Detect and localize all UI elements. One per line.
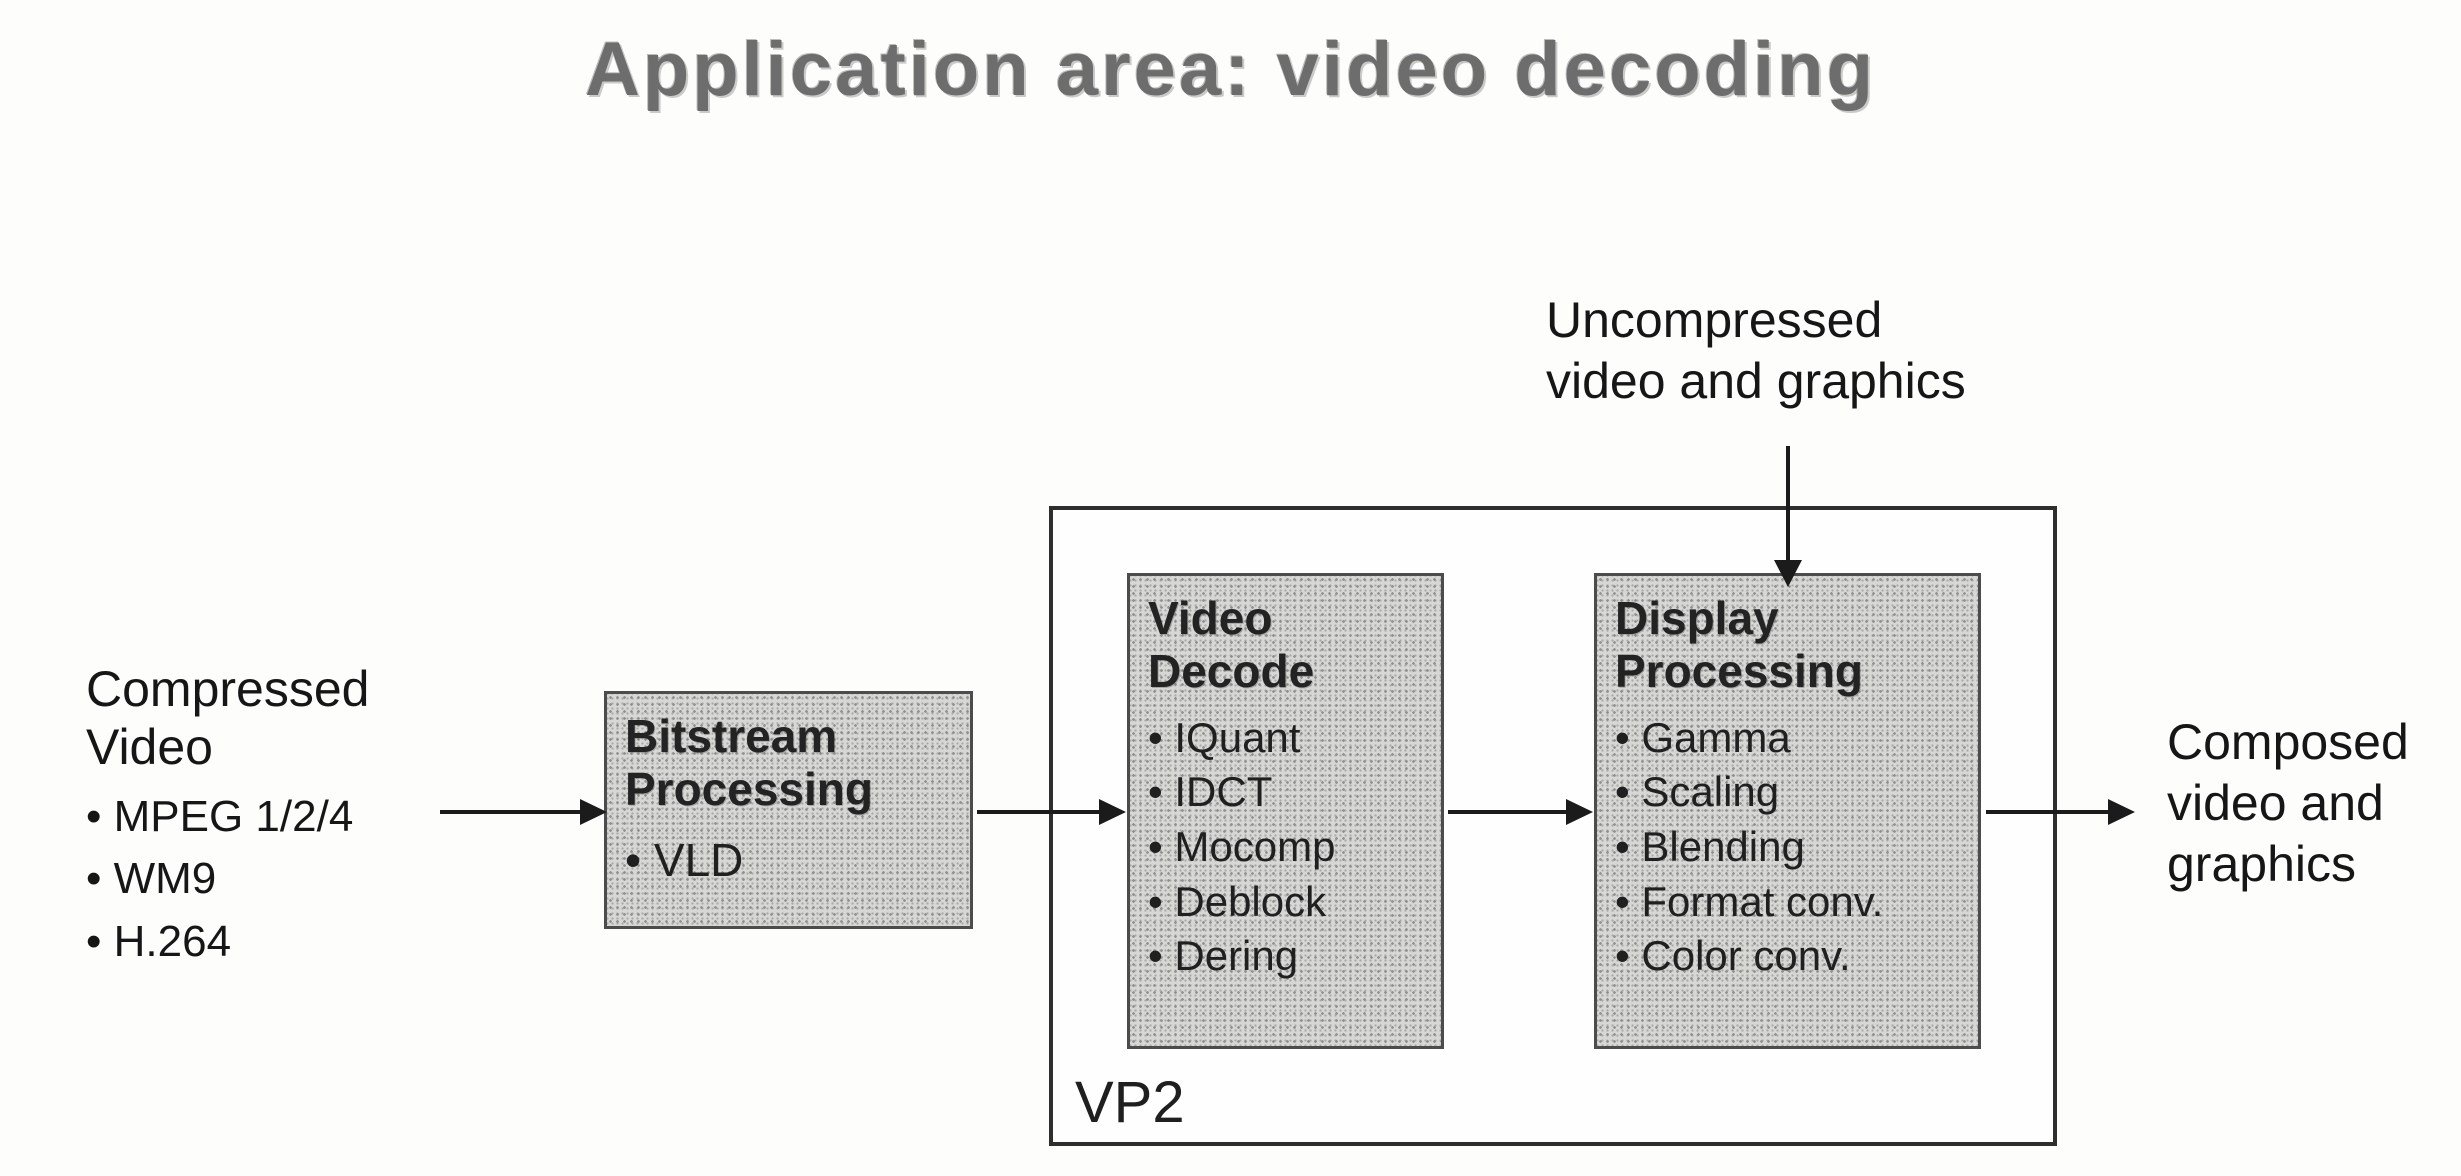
slide-title: Application area: video decoding (584, 27, 1877, 112)
list-item: • H.264 (86, 916, 232, 966)
list-item: • IDCT (1148, 768, 1273, 816)
arrowhead-right-icon (1566, 799, 1593, 825)
arrowhead-right-icon (580, 799, 607, 825)
display-processing-box: Display Processing • Gamma • Scaling • B… (1594, 573, 1981, 1049)
arrow-display-to-composed (1986, 810, 2108, 814)
list-item: • Color conv. (1615, 932, 1851, 980)
list-item: • MPEG 1/2/4 (86, 792, 354, 841)
uncompressed-video-label: Uncompressed video and graphics (1546, 292, 1966, 409)
list-item: • WM9 (86, 854, 217, 904)
arrowhead-down-icon (1774, 560, 1802, 587)
list-item: • Gamma (1615, 713, 1791, 761)
bitstream-processing-list: • VLD (625, 831, 952, 891)
vp2-label: VP2 (1075, 1070, 1185, 1135)
list-item: • Scaling (1615, 768, 1780, 816)
video-decode-title: Video Decode (1148, 592, 1315, 698)
list-item: • IQuant (1148, 713, 1301, 761)
vp2-container-box: Video Decode • IQuant • IDCT • Mocomp • … (1049, 506, 2057, 1146)
list-item: • Blending (1615, 822, 1805, 870)
display-processing-list: • Gamma • Scaling • Blending • Format co… (1615, 711, 1960, 984)
arrow-compressed-to-bitstream (440, 810, 580, 814)
arrow-videodecode-to-display (1448, 810, 1566, 814)
list-item: • Format conv. (1615, 877, 1884, 925)
list-item: • VLD (625, 833, 744, 886)
bitstream-processing-box: Bitstream Processing • VLD (604, 691, 973, 929)
video-decode-list: • IQuant • IDCT • Mocomp • Deblock • Der… (1148, 711, 1423, 984)
compressed-video-list: • MPEG 1/2/4 • WM9 • H.264 (86, 786, 406, 973)
compressed-video-label: Compressed Video • MPEG 1/2/4 • WM9 • H.… (86, 660, 406, 973)
arrowhead-right-icon (2108, 799, 2135, 825)
list-item: • Dering (1148, 932, 1299, 980)
arrowhead-right-icon (1099, 799, 1126, 825)
display-processing-title: Display Processing (1615, 592, 1863, 698)
arrow-bitstream-to-videodecode (977, 810, 1099, 814)
compressed-video-heading: Compressed Video (86, 661, 370, 775)
composed-output-label: Composed video and graphics (2167, 714, 2409, 892)
list-item: • Mocomp (1148, 822, 1336, 870)
arrow-uncompressed-to-display (1786, 446, 1790, 564)
video-decode-box: Video Decode • IQuant • IDCT • Mocomp • … (1127, 573, 1444, 1049)
bitstream-processing-title: Bitstream Processing (625, 710, 873, 816)
list-item: • Deblock (1148, 877, 1327, 925)
